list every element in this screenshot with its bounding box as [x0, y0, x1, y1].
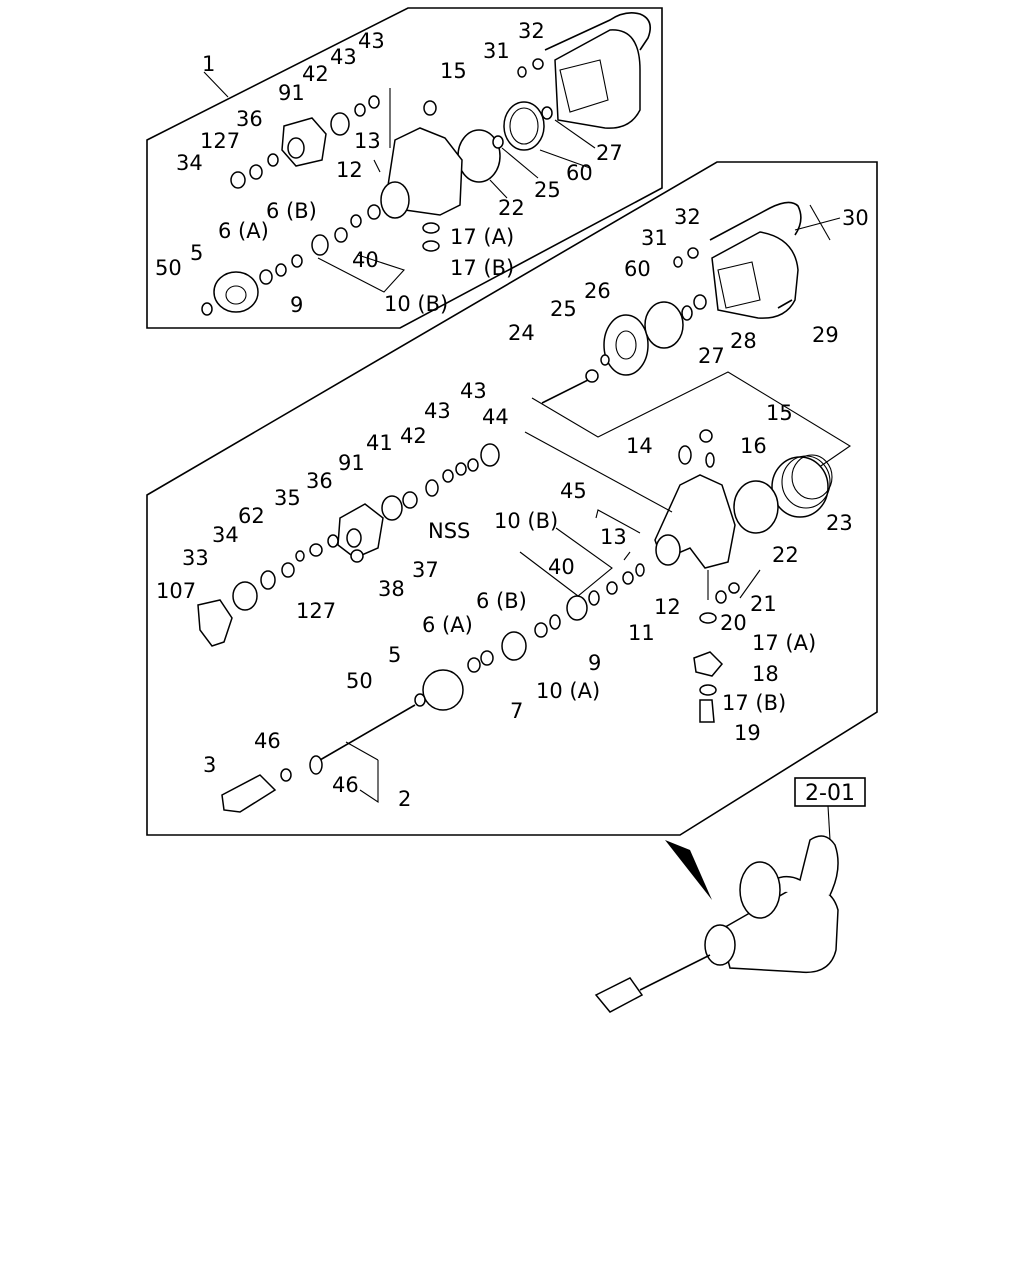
callout: 6 (A): [422, 613, 473, 637]
callout: 22: [498, 196, 525, 220]
callout: 7: [510, 699, 523, 723]
callout: 21: [750, 592, 777, 616]
callout: 12: [336, 158, 363, 182]
callout: 46: [332, 773, 359, 797]
callout: 5: [388, 643, 401, 667]
callout: 1: [202, 52, 215, 76]
callout: 10 (A): [536, 679, 600, 703]
callout: 38: [378, 577, 405, 601]
callout: 60: [624, 257, 651, 281]
callout: 16: [740, 434, 767, 458]
callout: 14: [626, 434, 653, 458]
reference-label-box: [794, 777, 866, 807]
callout: 46: [254, 729, 281, 753]
callout: 19: [734, 721, 761, 745]
callout: 31: [641, 226, 668, 250]
callout: 29: [812, 323, 839, 347]
callout: 13: [354, 129, 381, 153]
callout: 36: [236, 107, 263, 131]
callout: 17 (A): [450, 225, 514, 249]
callout: 27: [698, 344, 725, 368]
callout: 17 (B): [450, 256, 514, 280]
callout: 45: [560, 479, 587, 503]
callout: 44: [482, 405, 509, 429]
callout: 25: [550, 297, 577, 321]
callout: 41: [366, 431, 393, 455]
upper-assembly-outline: [146, 7, 663, 329]
callout: 15: [766, 401, 793, 425]
callout: 10 (B): [384, 292, 448, 316]
callout: 9: [290, 293, 303, 317]
callout: 36: [306, 469, 333, 493]
callout: 22: [772, 543, 799, 567]
callout: NSS: [428, 519, 470, 543]
callout: 5: [190, 241, 203, 265]
callout: 12: [654, 595, 681, 619]
callout: 34: [176, 151, 203, 175]
callout: 107: [156, 579, 196, 603]
callout: 127: [296, 599, 336, 623]
callout: 91: [278, 81, 305, 105]
callout: 17 (B): [722, 691, 786, 715]
callout: 127: [200, 129, 240, 153]
callout: 43: [358, 29, 385, 53]
callout: 40: [548, 555, 575, 579]
callout: 27: [596, 141, 623, 165]
callout: 50: [155, 256, 182, 280]
callout: 6 (B): [266, 199, 317, 223]
main-assembly-parts: [197, 201, 852, 813]
callout: 35: [274, 486, 301, 510]
reference-assembly-illustration: [594, 805, 839, 1013]
callout: 15: [440, 59, 467, 83]
main-assembly-outline: [146, 161, 878, 836]
callout: 30: [842, 206, 869, 230]
main-callouts: 30 31 32 60 26 25 24 27 28 29 15 14 16 4…: [156, 205, 869, 811]
callout: 28: [730, 329, 757, 353]
callout: 43: [460, 379, 487, 403]
callout: 62: [238, 504, 265, 528]
callout: 43: [330, 45, 357, 69]
callout: 23: [826, 511, 853, 535]
callout: 91: [338, 451, 365, 475]
callout: 34: [212, 523, 239, 547]
callout: 32: [674, 205, 701, 229]
reference-label: 2-01: [805, 781, 855, 806]
callout: 60: [566, 161, 593, 185]
callout: 10 (B): [494, 509, 558, 533]
callout: 50: [346, 669, 373, 693]
callout: 6 (A): [218, 219, 269, 243]
callout: 31: [483, 39, 510, 63]
callout: 33: [182, 546, 209, 570]
callout: 42: [400, 424, 427, 448]
callout: 37: [412, 558, 439, 582]
callout: 17 (A): [752, 631, 816, 655]
callout: 20: [720, 611, 747, 635]
callout: 3: [203, 753, 216, 777]
callout: 26: [584, 279, 611, 303]
callout: 42: [302, 62, 329, 86]
callout: 11: [628, 621, 655, 645]
callout: 25: [534, 178, 561, 202]
upper-assembly-parts: [201, 12, 651, 316]
callout: 24: [508, 321, 535, 345]
callout: 13: [600, 525, 627, 549]
callout: 9: [588, 651, 601, 675]
callout: 18: [752, 662, 779, 686]
callout: 32: [518, 19, 545, 43]
callout: 6 (B): [476, 589, 527, 613]
callout: 43: [424, 399, 451, 423]
callout: 40: [352, 248, 379, 272]
callout: 2: [398, 787, 411, 811]
upper-callouts: 1 36 127 34 91 42 43 43 13 12 15 31 32 2…: [155, 19, 623, 317]
